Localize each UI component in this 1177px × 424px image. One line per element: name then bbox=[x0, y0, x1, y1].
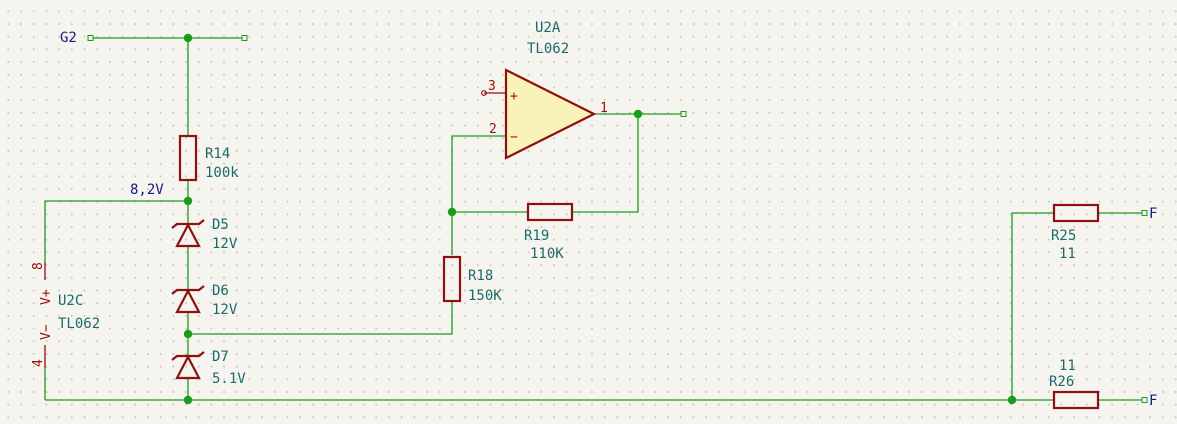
r26-ref: R26 bbox=[1049, 374, 1074, 390]
net-label-8v2[interactable]: 8,2V bbox=[130, 182, 164, 198]
junction-gnd-d7 bbox=[183, 395, 193, 405]
resistor-r26-body bbox=[1052, 390, 1100, 410]
resistor-r14[interactable]: R14 100k bbox=[178, 134, 239, 182]
u2a-triangle bbox=[504, 68, 597, 160]
r26-value: 11 bbox=[1059, 358, 1076, 374]
wire-8v2-u2c-vplus bbox=[44, 200, 188, 262]
junctions bbox=[183, 33, 1017, 405]
r19-ref: R19 bbox=[524, 228, 549, 244]
d7-ref: D7 bbox=[212, 349, 229, 365]
wires bbox=[44, 37, 1142, 401]
opamp-u2c-power[interactable]: 8 4 V+ V− U2C TL062 bbox=[31, 262, 100, 368]
junction-inv-node bbox=[447, 207, 457, 217]
r14-value: 100k bbox=[205, 165, 239, 181]
u2a-pin2-number: 2 bbox=[489, 122, 497, 137]
resistor-r19[interactable]: R19 110K bbox=[524, 202, 574, 262]
junction-8v2 bbox=[183, 196, 193, 206]
resistor-r14-body bbox=[178, 134, 198, 182]
u2c-pin8-number: 8 bbox=[31, 262, 46, 270]
junction-d6-d7 bbox=[183, 329, 193, 339]
zener-d7[interactable]: D7 5.1V bbox=[171, 349, 246, 387]
d7-value: 5.1V bbox=[212, 371, 246, 387]
d5-value: 12V bbox=[212, 236, 238, 252]
endpoint-output[interactable] bbox=[680, 111, 687, 117]
u2a-pin1-number: 1 bbox=[600, 101, 608, 116]
junction-g2 bbox=[183, 33, 193, 43]
zener-d6-bar bbox=[171, 285, 205, 295]
endpoint-g2-right[interactable] bbox=[241, 35, 248, 41]
u2a-minus-sign: − bbox=[510, 130, 518, 145]
resistor-r18[interactable]: R18 150K bbox=[442, 255, 502, 304]
wire-endpoints bbox=[87, 35, 1148, 403]
opamp-u2a[interactable]: + − 3 2 1 U2A TL062 bbox=[481, 20, 608, 160]
zener-d6[interactable]: D6 12V bbox=[171, 283, 238, 318]
r18-ref: R18 bbox=[468, 268, 493, 284]
u2c-vminus-label: V− bbox=[39, 324, 54, 340]
u2a-ref: U2A bbox=[535, 20, 561, 36]
r25-ref: R25 bbox=[1051, 228, 1076, 244]
zener-d5-bar bbox=[171, 219, 205, 229]
d6-value: 12V bbox=[212, 302, 238, 318]
resistor-r25[interactable]: R25 11 bbox=[1051, 203, 1100, 262]
resistor-r19-body bbox=[526, 202, 574, 222]
u2c-value: TL062 bbox=[58, 316, 100, 332]
u2a-pin3-number: 3 bbox=[488, 79, 496, 94]
r19-value: 110K bbox=[530, 246, 564, 262]
wire-r19-output bbox=[572, 114, 639, 213]
net-label-g2[interactable]: G2 bbox=[60, 30, 77, 46]
u2c-pin4-number: 4 bbox=[31, 359, 46, 367]
zener-d7-triangle bbox=[175, 354, 201, 380]
d6-ref: D6 bbox=[212, 283, 229, 299]
net-label-f-top[interactable]: F bbox=[1149, 206, 1157, 222]
r18-value: 150K bbox=[468, 288, 502, 304]
net-labels: G2 8,2V F F bbox=[60, 30, 1157, 409]
wire-d6-r18 bbox=[188, 302, 453, 335]
u2a-pin3-unconnected[interactable] bbox=[481, 90, 487, 96]
d5-ref: D5 bbox=[212, 217, 229, 233]
resistor-r26[interactable]: 11 R26 bbox=[1049, 358, 1100, 410]
endpoint-f-bottom[interactable] bbox=[1141, 397, 1148, 403]
zener-d5[interactable]: D5 12V bbox=[171, 217, 238, 252]
junction-r25-r26 bbox=[1007, 395, 1017, 405]
wire-r25 bbox=[1011, 212, 1054, 400]
r25-value: 11 bbox=[1059, 246, 1076, 262]
zener-d7-bar bbox=[171, 351, 205, 361]
u2a-value: TL062 bbox=[527, 41, 569, 57]
wire-inv-input bbox=[451, 135, 506, 212]
r14-ref: R14 bbox=[205, 146, 230, 162]
u2c-vplus-label: V+ bbox=[39, 289, 54, 305]
u2a-plus-sign: + bbox=[510, 89, 518, 104]
u2c-ref: U2C bbox=[58, 293, 83, 309]
endpoint-g2[interactable] bbox=[87, 35, 94, 41]
endpoint-f-top[interactable] bbox=[1141, 210, 1148, 216]
junction-output bbox=[633, 109, 643, 119]
resistor-r18-body bbox=[442, 255, 462, 303]
zener-d6-triangle bbox=[175, 288, 201, 314]
net-label-f-bottom[interactable]: F bbox=[1149, 393, 1157, 409]
zener-d5-triangle bbox=[175, 222, 201, 248]
resistor-r25-body bbox=[1052, 203, 1100, 223]
